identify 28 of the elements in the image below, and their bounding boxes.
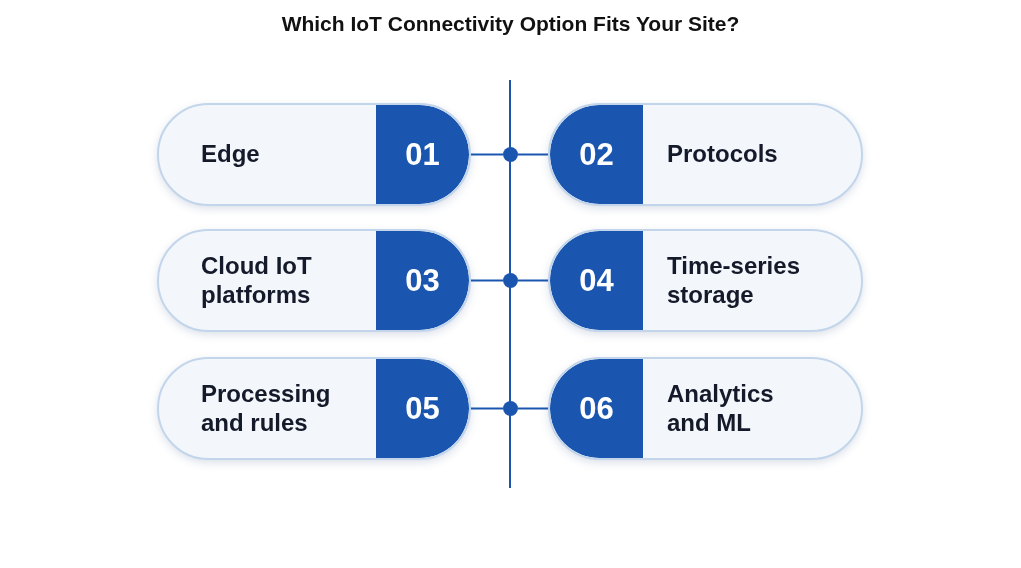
connector-line — [517, 153, 549, 156]
step-number: 01 — [376, 105, 469, 204]
option-card — [548, 103, 863, 206]
option-card — [157, 229, 471, 332]
step-number: 05 — [376, 359, 469, 458]
option-card — [548, 229, 863, 332]
connector-line — [470, 407, 504, 410]
step-number: 03 — [376, 231, 469, 330]
step-number: 06 — [550, 359, 643, 458]
option-label: Protocols — [667, 140, 778, 169]
option-card — [548, 357, 863, 460]
connector-line — [470, 279, 504, 282]
option-card — [157, 357, 471, 460]
option-label: Time-series storage — [667, 251, 801, 310]
connector-dot — [503, 273, 518, 288]
connector-dot — [503, 401, 518, 416]
option-label: Edge — [201, 140, 260, 169]
option-label: Processing and rules — [201, 379, 332, 438]
connector-line — [517, 407, 549, 410]
connector-line — [517, 279, 549, 282]
connector-dot — [503, 147, 518, 162]
title: Which IoT Connectivity Option Fits Your Site? — [280, 12, 741, 36]
option-card — [157, 103, 471, 206]
step-number: 04 — [550, 231, 643, 330]
connector-line — [470, 153, 504, 156]
step-number: 02 — [550, 105, 643, 204]
option-label: Cloud IoT platforms — [201, 251, 313, 310]
option-label: Analytics and ML — [667, 379, 775, 438]
